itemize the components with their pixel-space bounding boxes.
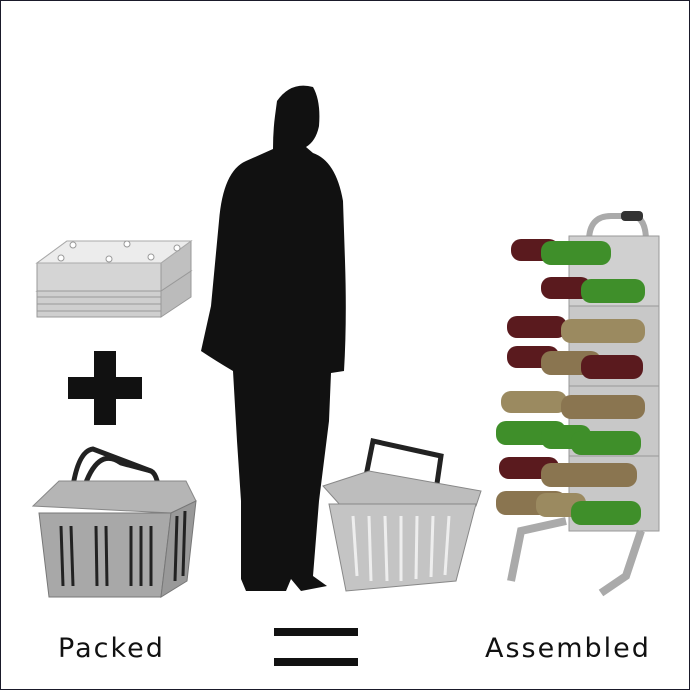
plus-icon bbox=[68, 351, 142, 425]
basket-image bbox=[322, 438, 482, 592]
equals-sign-top bbox=[274, 628, 358, 636]
assembled-wine-rack-image bbox=[496, 211, 660, 597]
stacked-panels-image bbox=[35, 240, 193, 318]
basket-with-lid-image bbox=[31, 446, 197, 598]
packed-label: Packed bbox=[58, 633, 165, 664]
assembled-label: Assembled bbox=[485, 633, 651, 664]
equals-sign-bottom bbox=[274, 658, 358, 666]
person-silhouette bbox=[201, 85, 346, 591]
